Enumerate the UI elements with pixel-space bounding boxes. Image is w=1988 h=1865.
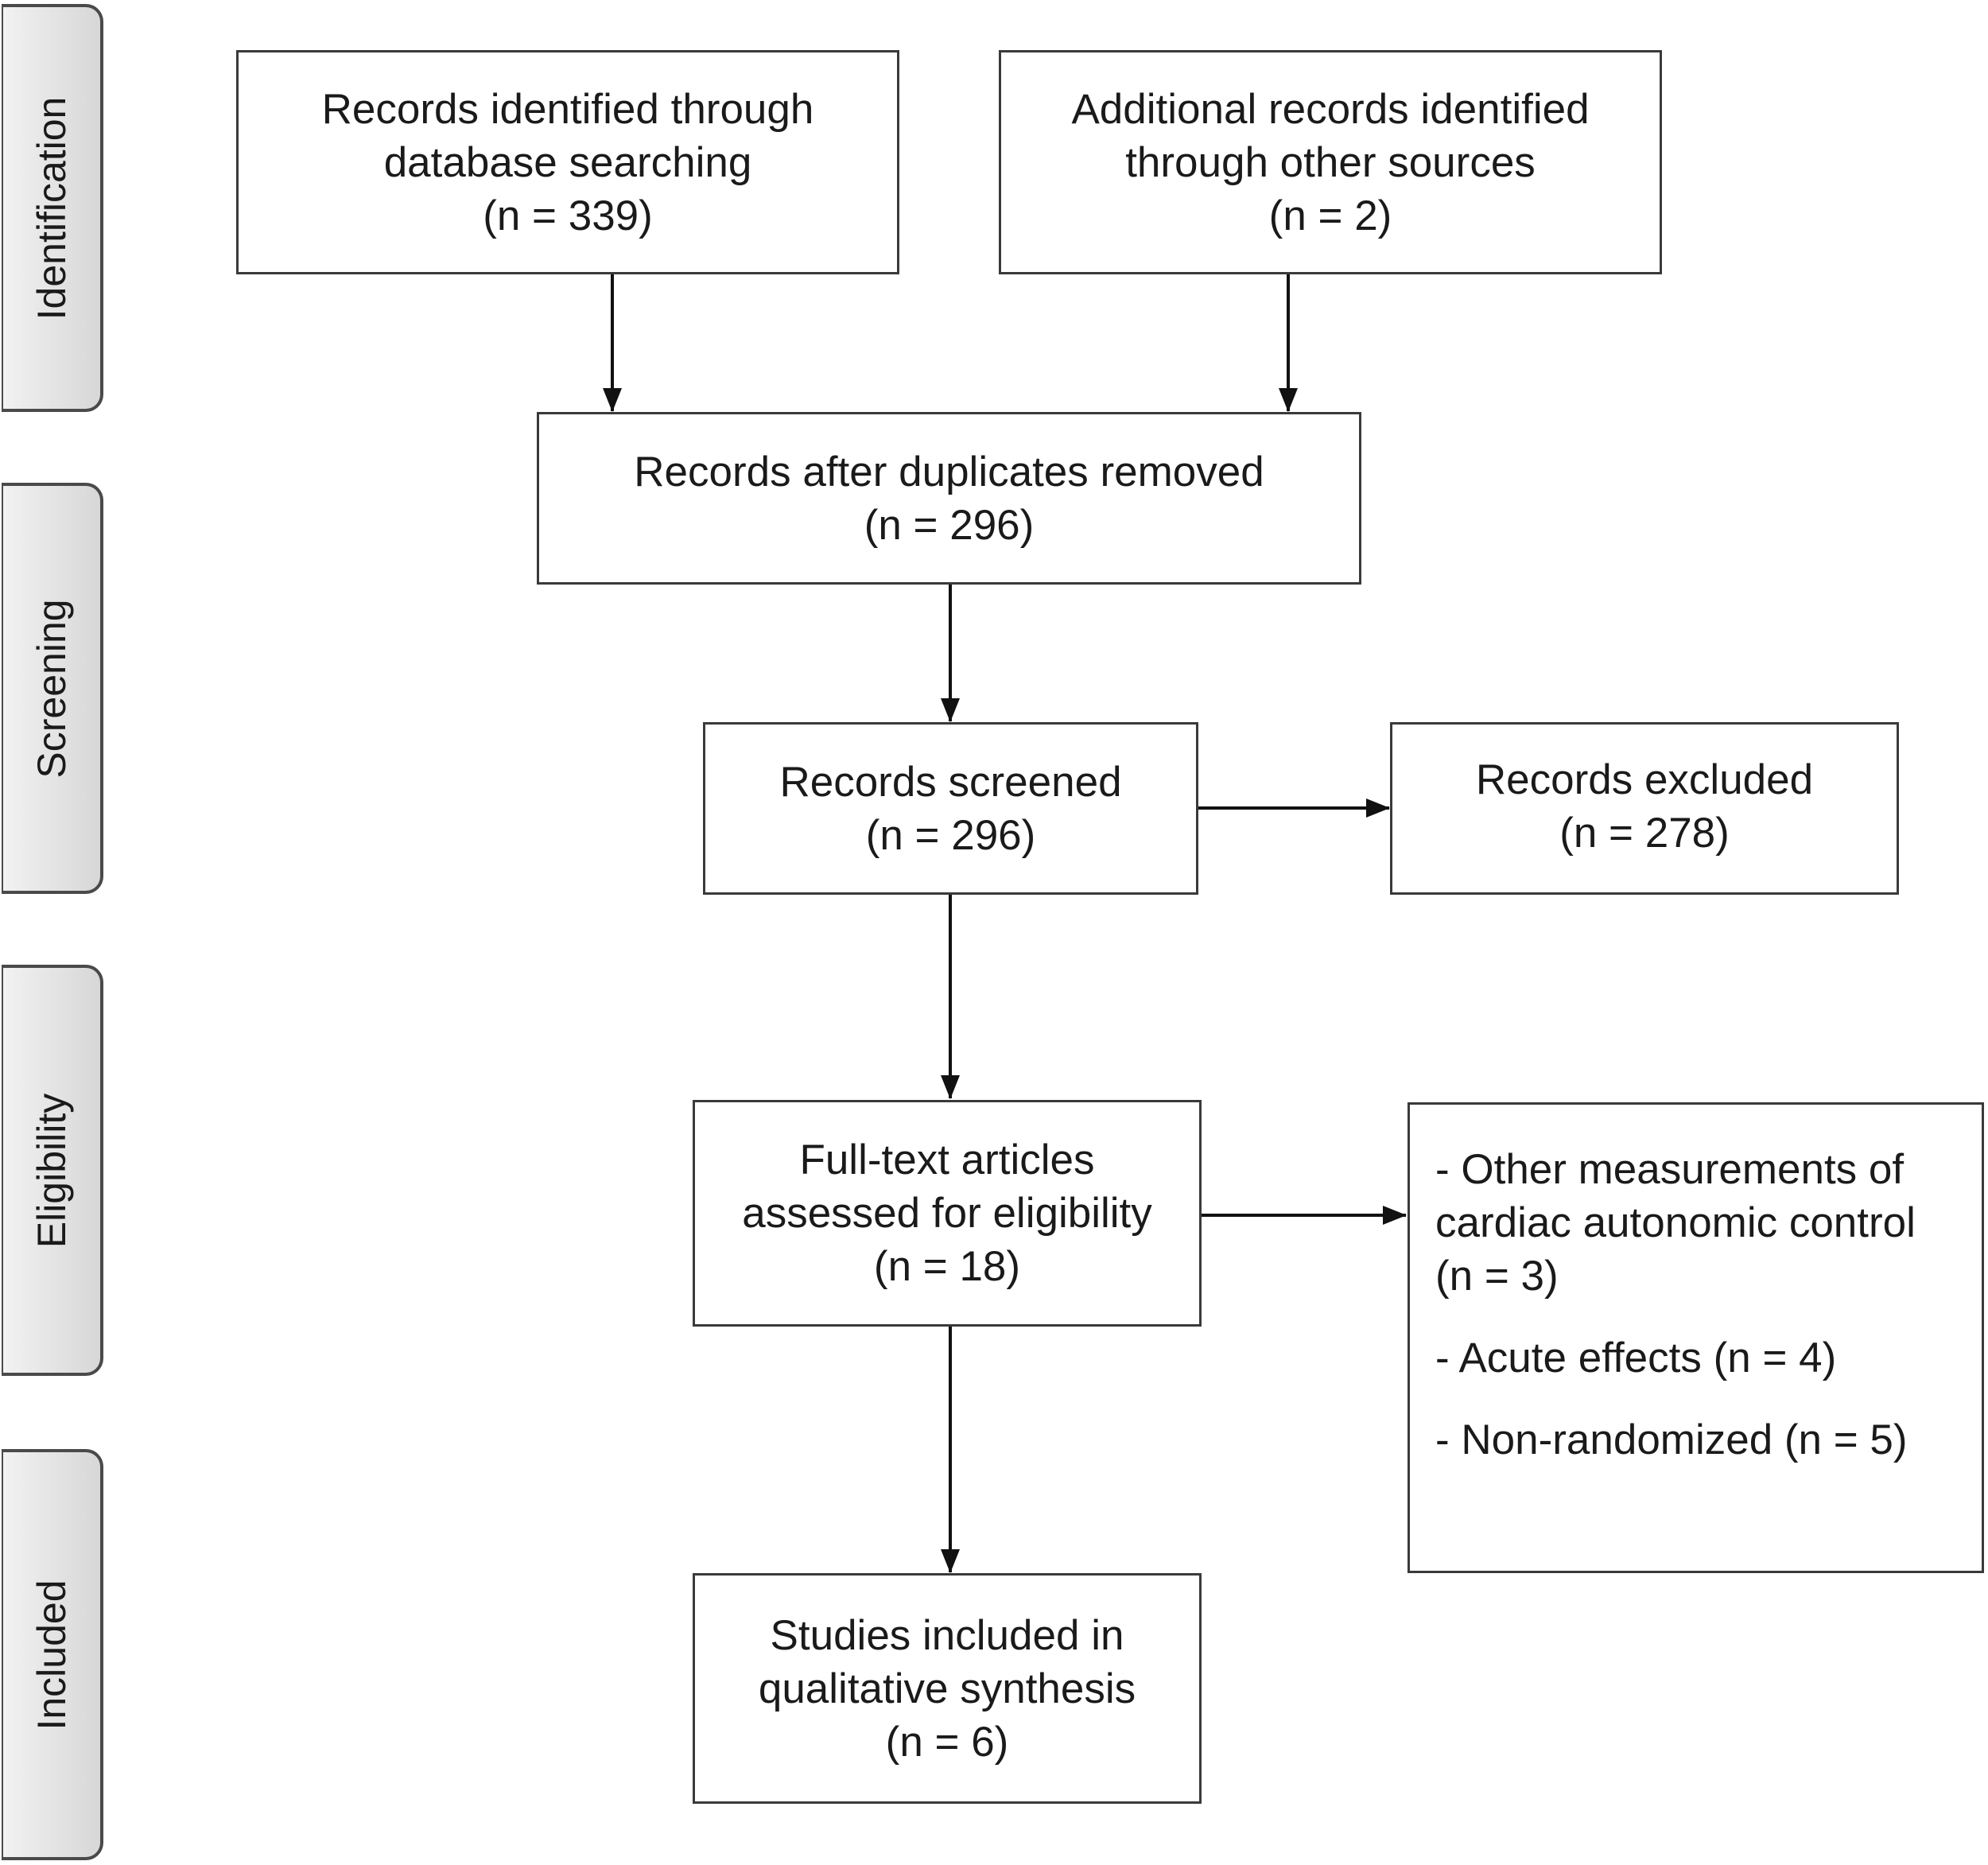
- stage-screening: Screening: [2, 483, 103, 894]
- box-database-search: Records identified through database sear…: [236, 50, 899, 274]
- stage-included: Included: [2, 1449, 103, 1860]
- stage-identification: Identification: [2, 4, 103, 412]
- box-other-sources: Additional records identified through ot…: [999, 50, 1662, 274]
- reason-other-measurements: - Other measurements of cardiac autonomi…: [1435, 1146, 1916, 1300]
- box-exclusion-reasons: - Other measurements of cardiac autonomi…: [1408, 1102, 1984, 1573]
- box-records-screened: Records screened (n = 296): [703, 722, 1198, 895]
- box-full-text-assessed: Full-text articles assessed for eligibil…: [693, 1100, 1202, 1327]
- reason-acute-effects: - Acute effects (n = 4): [1435, 1335, 1837, 1381]
- box-duplicates-removed: Records after duplicates removed (n = 29…: [537, 412, 1361, 585]
- reason-non-randomized: - Non-randomized (n = 5): [1435, 1416, 1908, 1463]
- box-records-excluded: Records excluded (n = 278): [1390, 722, 1899, 895]
- box-studies-included: Studies included in qualitative synthesi…: [693, 1573, 1202, 1804]
- stage-eligibility: Eligibility: [2, 965, 103, 1376]
